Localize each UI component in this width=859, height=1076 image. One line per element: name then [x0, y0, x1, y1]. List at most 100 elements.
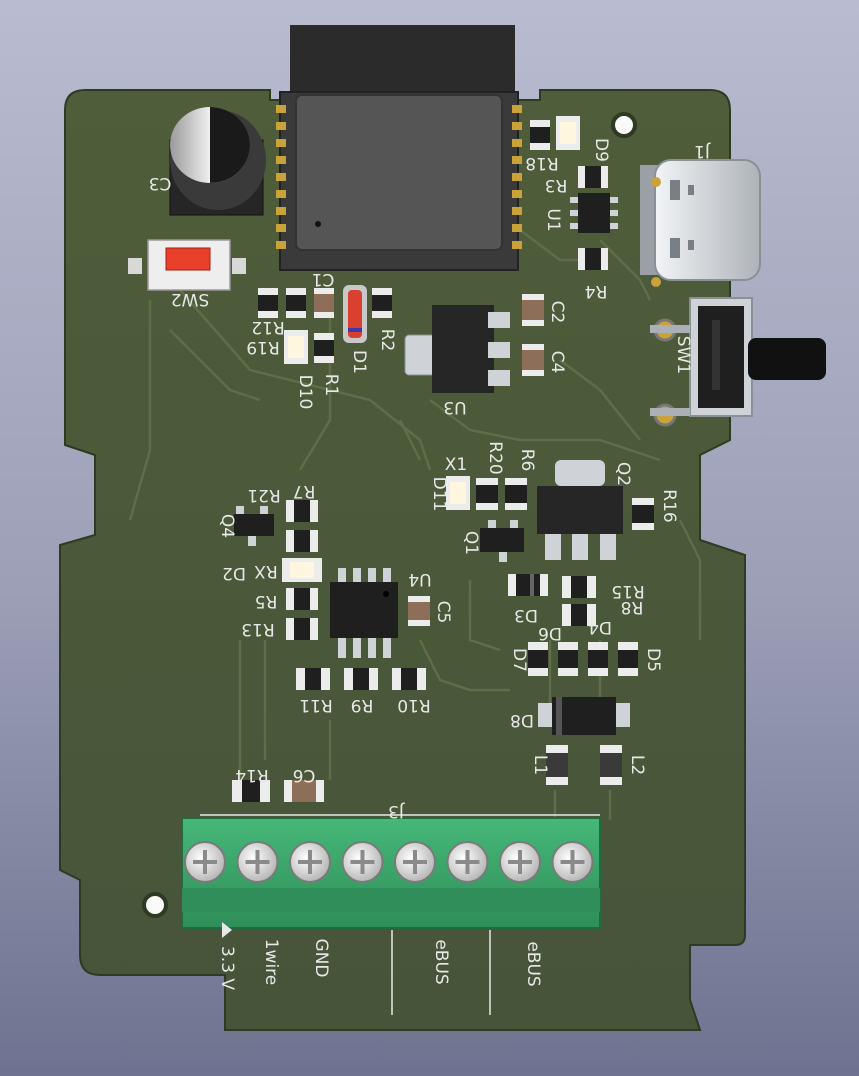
label-c6: C6: [293, 765, 316, 785]
label-l1: L1: [530, 755, 550, 775]
label-d4: D4: [588, 617, 612, 637]
label-r10: R10: [397, 695, 430, 715]
resistor-r3: [578, 166, 608, 188]
terminal-label-3v3: 3.3 V: [217, 946, 237, 990]
capacitor-c3: [169, 107, 266, 216]
label-r19: R19: [246, 337, 279, 357]
label-r7: R7: [293, 481, 316, 501]
label-c3: C3: [149, 173, 172, 193]
ic-u1: [570, 193, 618, 233]
resistor-r19: [286, 288, 306, 318]
label-sw2: SW2: [171, 289, 209, 309]
transistor-q2: [537, 460, 623, 560]
label-d2: D2: [222, 563, 246, 583]
label-r2: R2: [377, 329, 397, 352]
terminal-label-ebus-2: eBUS: [523, 941, 543, 986]
diode-d8: [538, 697, 630, 735]
label-d6: D6: [538, 623, 562, 643]
ic-u4: [330, 568, 398, 658]
label-d5: D5: [643, 648, 663, 672]
label-j1: J1: [694, 141, 711, 161]
resistor-r16: [632, 498, 654, 530]
label-q4: Q4: [217, 514, 237, 538]
label-r11: R11: [299, 695, 332, 715]
label-r6: R6: [517, 449, 537, 472]
terminal-label-ebus-1: eBUS: [431, 939, 451, 984]
label-u3: U3: [443, 397, 466, 417]
terminal-screw: [341, 841, 384, 883]
terminal-screw: [289, 841, 331, 883]
led-rx: [282, 558, 322, 582]
transistor-q1: [480, 520, 524, 562]
label-u4: U4: [408, 569, 431, 589]
label-l2: L2: [627, 755, 647, 775]
terminal-screw: [551, 841, 594, 883]
diode-d3: [508, 574, 548, 596]
resistor-r2: [372, 288, 392, 318]
label-q2: Q2: [613, 462, 633, 486]
slide-switch-sw1: [650, 297, 826, 427]
label-d11: D11: [429, 477, 449, 512]
label-d7: D7: [509, 648, 529, 672]
label-c5: C5: [433, 601, 453, 624]
mounting-hole: [142, 892, 168, 918]
label-r18: R18: [525, 153, 558, 173]
label-d10: D10: [295, 375, 315, 410]
label-c4: C4: [547, 351, 567, 374]
resistor-r15: [562, 576, 596, 598]
label-r1: R1: [321, 374, 341, 397]
transistor-q4: [234, 506, 274, 546]
resistor-r10: [392, 668, 426, 690]
resistor-r21: [286, 530, 318, 552]
resistor-r8: [562, 604, 596, 626]
label-r3: R3: [545, 175, 568, 195]
resistor-r12: [258, 288, 278, 318]
resistor-r5: [286, 588, 318, 610]
copper-traces: [128, 229, 702, 820]
silkscreen-lines: [200, 814, 600, 1015]
label-sw1: SW1: [673, 336, 693, 374]
diode-d4: [588, 642, 608, 676]
esp32-module: [276, 25, 522, 271]
led-d11: [446, 476, 470, 510]
led-d9: [556, 116, 580, 150]
label-x1: X1: [445, 455, 467, 475]
capacitor-c1: [314, 288, 334, 318]
resistor-r13: [286, 618, 318, 640]
resistor-r14: [232, 780, 270, 802]
terminal-screw: [394, 841, 436, 883]
silkscreen-labels: C3 SW2 C1 R12 R19 D10 R1 D1 R2 D9 R18 R3…: [149, 138, 711, 990]
label-d9: D9: [591, 138, 611, 162]
resistor-r4: [578, 248, 608, 270]
diode-d5: [618, 642, 638, 676]
inductor-l1: [546, 745, 568, 785]
pcb-board: [59, 89, 746, 1031]
label-d3: D3: [514, 605, 538, 625]
regulator-u3: [404, 305, 510, 393]
label-r20: R20: [485, 441, 505, 474]
terminal-screw: [236, 841, 279, 883]
usb-c-connector-j1: [640, 159, 761, 287]
tact-switch-sw2: [128, 239, 246, 291]
capacitor-c2: [522, 294, 544, 326]
resistor-r9: [344, 668, 378, 690]
terminal-block-j3: [181, 817, 601, 938]
mounting-hole: [611, 112, 637, 138]
label-c2: C2: [547, 301, 567, 324]
label-r16: R16: [659, 489, 679, 522]
label-r13: R13: [241, 619, 274, 639]
terminal-label-gnd: GND: [311, 939, 331, 978]
capacitor-c5: [408, 596, 430, 626]
diode-d7: [528, 642, 548, 676]
label-r21: R21: [247, 485, 280, 505]
resistor-r18: [530, 120, 550, 150]
capacitor-c4: [522, 344, 544, 376]
label-r5: R5: [255, 591, 278, 611]
terminal-screw: [499, 841, 541, 883]
resistor-r11: [296, 668, 330, 690]
label-r14: R14: [235, 765, 268, 785]
label-c1: C1: [312, 269, 335, 289]
terminal-screw: [446, 841, 489, 883]
label-r15: R15: [611, 581, 644, 601]
